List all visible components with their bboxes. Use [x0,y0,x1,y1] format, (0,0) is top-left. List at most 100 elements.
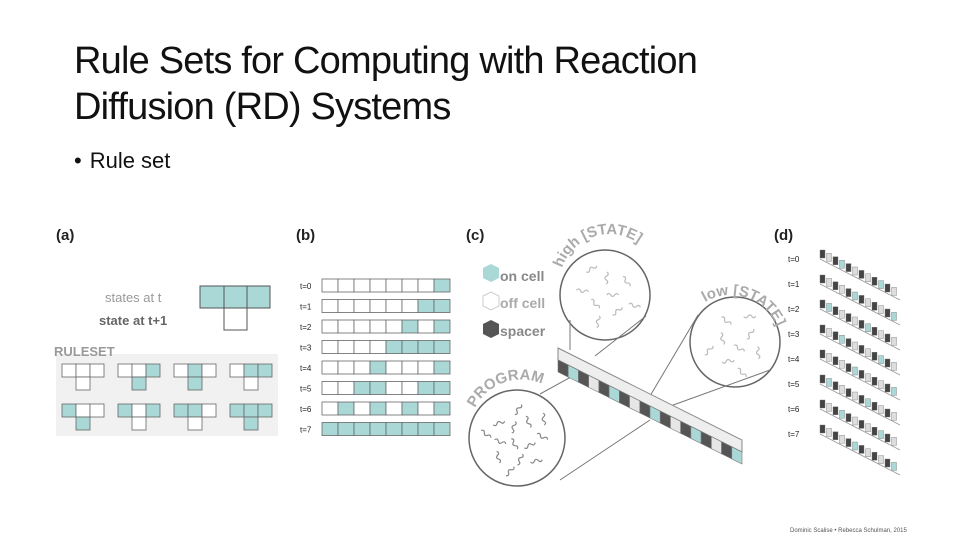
panel-b-cell [337,340,355,354]
panel-b-cell [353,299,371,313]
panel-d-rows: t=0t=1t=2t=3t=4t=5t=6t=7 [788,249,901,476]
panel-b-cell [337,299,355,313]
panel-d-cell [858,395,865,404]
molecule-squiggle [536,432,549,440]
panel-d-cell [826,278,832,287]
panel-b-cell [385,299,403,313]
on-cell-legend-icon [483,264,499,282]
panel-d-cell [852,291,858,301]
connector-prog-b [559,419,651,481]
panel-d-cell [832,406,839,416]
panel-d-cell [871,351,878,361]
panel-b-cell [433,422,451,436]
panel-d-cell [845,363,852,372]
panel-d-cell [839,359,845,369]
connector-high-b [594,315,647,357]
molecule-squiggle [628,302,641,308]
rule-input-cell [75,403,91,418]
panel-b-cell [401,381,419,395]
molecule-squiggle [505,466,515,477]
panel-d-cell [819,349,826,359]
panel-b-time-label: t=5 [300,385,312,394]
panel-d-cell [871,326,878,336]
rule-input-cell [117,403,133,418]
rule-output-cell [75,376,91,391]
panel-d-cell [839,260,845,269]
rule-input-cell [61,363,77,378]
panel-d-cell [884,283,891,293]
panel-b-cell [417,278,435,293]
panel-b-cell [353,340,371,354]
panel-b-cell [417,422,435,436]
panel-d-cell [891,412,897,421]
molecule-squiggle [733,344,745,352]
panel-d-cell [878,430,884,439]
rule-output-cell [75,416,91,431]
panel-a-letter: (a) [56,227,74,244]
rule-output-cell [131,416,147,431]
panel-b-cell [417,340,435,354]
panel-b-cell [369,299,387,313]
rule-input-cell [61,403,77,418]
panel-d-cell [865,373,871,383]
panel-d-cell [832,356,839,366]
panel-d-cell [832,431,839,441]
panel-d-cell [819,249,826,259]
panel-d-cell [884,308,891,318]
panel-d-cell [865,348,871,358]
panel-d-cell [865,298,871,308]
rule-input-cell [187,403,203,418]
panel-d-cell [891,387,897,396]
rule-input-cell [89,363,105,378]
panel-d-cell [871,401,878,411]
panel-c: (c) on cell off cell spacer high [STATE]… [464,221,789,487]
panel-d-cell [852,266,858,276]
rule-input-cell [145,403,161,418]
panel-c-letter: (c) [466,227,484,244]
panel-d-cell [858,320,865,329]
title-line-1: Rule Sets for Computing with Reaction [74,40,698,82]
panel-d-cell [839,284,845,294]
panel-d-cell [819,399,826,409]
panel-b-letter: (b) [296,227,315,244]
panel-b-cell [337,319,355,334]
panel-d-cell [826,328,832,337]
rule-output-cell [243,416,259,431]
panel-d-cell [865,448,871,458]
panel-d-cell [845,413,852,422]
panel-d-cell [852,416,858,426]
panel-d-cell [852,366,858,376]
ruleset-rules [61,363,273,431]
panel-d-cell [871,451,878,461]
rule-input-cell [173,363,189,378]
panel-d-cell [845,288,852,297]
example-cell-mid [223,285,248,309]
panel-d-cell [878,280,884,289]
rule-output-cell [187,416,203,431]
panel-b-cell [369,422,387,436]
panel-b-cell [369,340,387,354]
rule-input-cell [131,403,147,418]
panel-d-letter: (d) [774,227,793,244]
molecule-squiggle [525,415,532,428]
panel-d-rod-edge [819,408,901,451]
panel-d-cell [884,333,891,343]
molecule-squiggle [494,438,507,445]
panel-b-cell [401,422,419,436]
panel-b-cell [337,278,355,293]
low-state-circle [689,296,781,388]
molecule-squiggle [480,429,492,438]
molecule-squiggle [606,292,620,298]
panel-d-cell [832,306,839,316]
panel-d-cell [819,299,826,309]
panel-d-cell [839,334,845,344]
states-at-t-label: states at t [105,290,162,305]
panel-b-cell [353,278,371,293]
panel-d-cell [871,301,878,311]
panel-d-time-label: t=4 [788,355,800,364]
panel-d-time-label: t=0 [788,255,800,264]
molecule-squiggle [737,367,747,378]
rule-input-cell [229,363,245,378]
panel-d-cell [858,345,865,354]
molecule-squiggle [517,453,524,466]
